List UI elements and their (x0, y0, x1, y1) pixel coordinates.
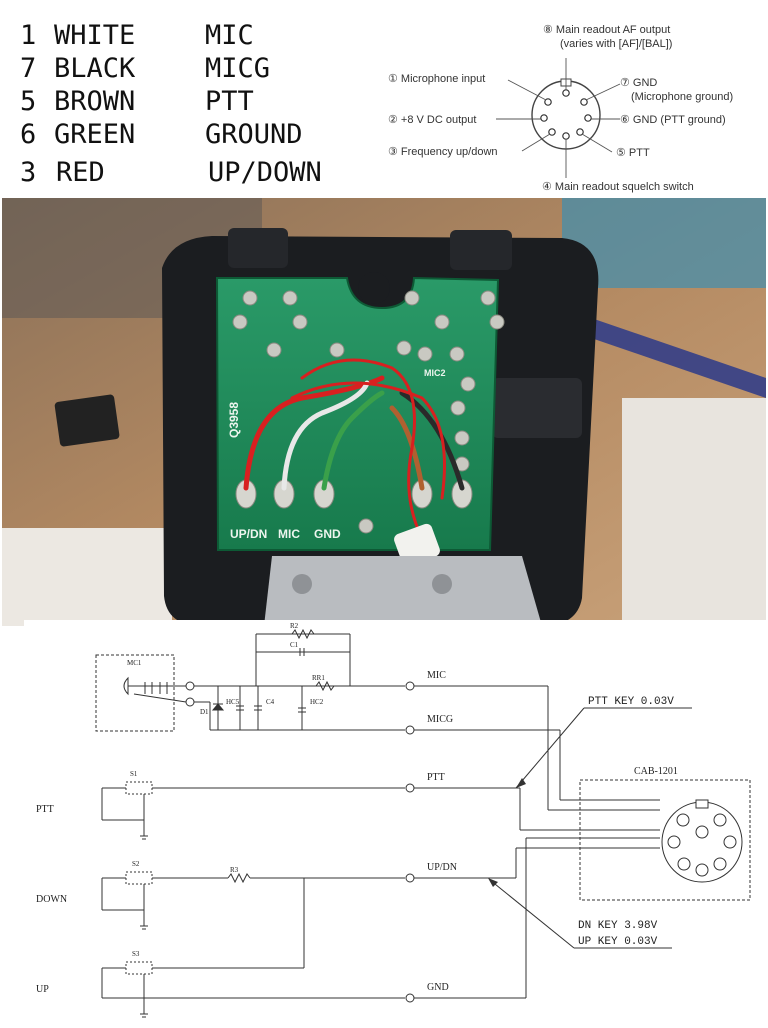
pcb-mic2: MIC2 (424, 368, 446, 378)
wire-function: MIC (205, 20, 254, 51)
wire-color: WHITE (54, 20, 136, 51)
r2-label: R2 (290, 622, 299, 630)
pin6-label: ⑥ GND (PTT ground) (620, 114, 726, 126)
pin7-label: ⑦ GND (620, 77, 657, 89)
pin-1 (544, 98, 552, 106)
mc1-box (95, 654, 175, 732)
wire-color: BLACK (54, 53, 136, 84)
pin-4 (562, 132, 570, 140)
pin-number: 7 (20, 53, 37, 84)
dn-key-voltage: DN KEY 3.98V (578, 920, 658, 932)
wire-function: PTT (205, 86, 254, 117)
wire-function: MICG (205, 53, 271, 84)
pcb-photo: UP/DN MIC GND Q3958 MIC2 (2, 198, 766, 626)
pin-number: 6 (20, 119, 37, 150)
wire-function: GROUND (205, 119, 303, 150)
c4-label: C4 (266, 698, 275, 706)
rr1-label: RR1 (312, 674, 325, 682)
mc1-label: MC1 (127, 659, 142, 667)
wire-color-table: 1 WHITE MIC 7 BLACK MICG 5 BROWN PTT 6 G… (0, 0, 380, 198)
pin1-label: ① Microphone input (388, 73, 485, 85)
pin-5 (576, 128, 584, 136)
s2-label: S2 (132, 860, 140, 868)
cab-1201-box (579, 779, 751, 901)
net-micg-label: MICG (427, 714, 453, 725)
pin-7 (580, 98, 588, 106)
cable-label: CAB-1201 (634, 766, 678, 777)
switch-up-label: UP (36, 984, 49, 995)
ptt-key-voltage: PTT KEY 0.03V (588, 696, 674, 708)
wire-color: BROWN (54, 86, 136, 117)
pin8-note: (varies with [AF]/[BAL]) (560, 38, 672, 50)
net-ptt-label: PTT (427, 772, 445, 783)
pin2-label: ② +8 V DC output (388, 114, 476, 126)
pin4-label: ④ Main readout squelch switch (542, 181, 694, 193)
pin-number: 3 (20, 157, 37, 188)
pin8-label: ⑧ Main readout AF output (543, 24, 670, 36)
schematic: MC1 R2 C1 RR1 D1 HC5 C4 HC2 R3 S1 S2 S3 … (0, 620, 768, 1024)
wire-color: GREEN (54, 119, 136, 150)
net-mic-label: MIC (427, 670, 446, 681)
pin3-label: ③ Frequency up/down (388, 146, 498, 158)
up-key-voltage: UP KEY 0.03V (578, 936, 658, 948)
pin5-label: ⑤ PTT (616, 147, 650, 159)
wire-function: UP/DOWN (208, 157, 322, 188)
connector-pinout: ⑧ Main readout AF output (varies with [A… (380, 18, 768, 198)
pin-number: 1 (20, 20, 37, 51)
hc5-label: HC5 (226, 698, 240, 706)
pin-2 (540, 114, 548, 122)
hc2-label: HC2 (310, 698, 324, 706)
pin7-note: (Microphone ground) (631, 91, 733, 103)
r3-label: R3 (230, 866, 239, 874)
pcb-code: Q3958 (227, 402, 241, 438)
wire-color: RED (56, 157, 105, 188)
switch-down-label: DOWN (36, 894, 67, 905)
pin-6 (584, 114, 592, 122)
c1-label: C1 (290, 641, 299, 649)
pcb-label-gnd: GND (314, 527, 341, 541)
s3-label: S3 (132, 950, 140, 958)
pin-3 (548, 128, 556, 136)
net-updn-label: UP/DN (427, 862, 457, 873)
pcb-label-mic: MIC (278, 527, 300, 541)
d1-label: D1 (200, 708, 209, 716)
pin-number: 5 (20, 86, 37, 117)
pin-8 (562, 89, 570, 97)
net-gnd-label: GND (427, 982, 449, 993)
s1-label: S1 (130, 770, 138, 778)
pcb-label-updn: UP/DN (230, 527, 267, 541)
switch-ptt-label: PTT (36, 804, 54, 815)
